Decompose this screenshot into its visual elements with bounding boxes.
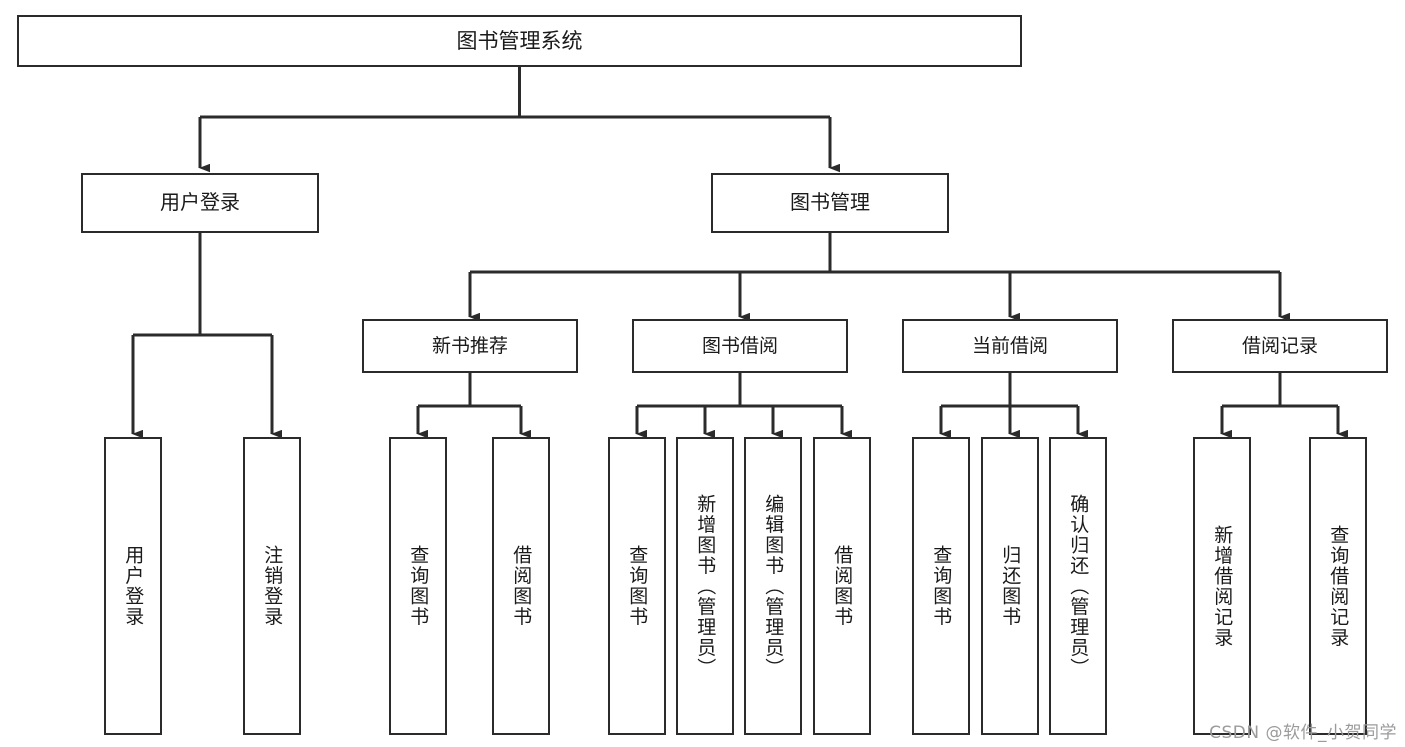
leaf-user-login-label: 用户登录 bbox=[122, 545, 145, 627]
node-new-book-recommend-label: 新书推荐 bbox=[431, 334, 508, 357]
leaf-user-login[interactable]: 用户登录 bbox=[104, 437, 162, 735]
leaf-query-borrow-record-label: 查询借阅记录 bbox=[1327, 524, 1350, 648]
leaf-return-book[interactable]: 归还图书 bbox=[981, 437, 1039, 735]
leaf-query-book-current-label: 查询图书 bbox=[930, 545, 953, 627]
node-user-login[interactable]: 用户登录 bbox=[81, 173, 319, 233]
node-book-manage[interactable]: 图书管理 bbox=[711, 173, 949, 233]
leaf-query-book-borrow[interactable]: 查询图书 bbox=[608, 437, 666, 735]
leaf-borrow-book-recommend-label: 借阅图书 bbox=[510, 545, 533, 627]
leaf-query-book-borrow-label: 查询图书 bbox=[626, 545, 649, 627]
leaf-confirm-return[interactable]: 确认归还（管理员） bbox=[1049, 437, 1107, 735]
leaf-return-book-label: 归还图书 bbox=[999, 545, 1022, 627]
leaf-edit-book[interactable]: 编辑图书（管理员） bbox=[744, 437, 802, 735]
node-new-book-recommend[interactable]: 新书推荐 bbox=[362, 319, 578, 373]
leaf-confirm-return-label: 确认归还（管理员） bbox=[1067, 493, 1090, 679]
leaf-borrow-book-label: 借阅图书 bbox=[831, 545, 854, 627]
leaf-query-borrow-record[interactable]: 查询借阅记录 bbox=[1309, 437, 1367, 735]
node-book-borrow[interactable]: 图书借阅 bbox=[632, 319, 848, 373]
leaf-add-borrow-record[interactable]: 新增借阅记录 bbox=[1193, 437, 1251, 735]
leaf-logout-label: 注销登录 bbox=[261, 545, 284, 627]
leaf-query-book-recommend-label: 查询图书 bbox=[407, 545, 430, 627]
csdn-watermark: CSDN @软件_小贺同学 bbox=[1209, 723, 1397, 743]
leaf-add-book-label: 新增图书（管理员） bbox=[694, 493, 717, 679]
leaf-query-book-current[interactable]: 查询图书 bbox=[912, 437, 970, 735]
leaf-add-book[interactable]: 新增图书（管理员） bbox=[676, 437, 734, 735]
node-borrow-record-label: 借阅记录 bbox=[1241, 334, 1318, 357]
node-current-borrow[interactable]: 当前借阅 bbox=[902, 319, 1118, 373]
leaf-query-book-recommend[interactable]: 查询图书 bbox=[389, 437, 447, 735]
node-current-borrow-label: 当前借阅 bbox=[971, 334, 1048, 357]
leaf-add-borrow-record-label: 新增借阅记录 bbox=[1211, 524, 1234, 648]
node-book-borrow-label: 图书借阅 bbox=[701, 334, 778, 357]
leaf-edit-book-label: 编辑图书（管理员） bbox=[762, 493, 785, 679]
node-root-system-label: 图书管理系统 bbox=[456, 28, 583, 53]
node-root-system[interactable]: 图书管理系统 bbox=[17, 15, 1022, 67]
leaf-borrow-book-recommend[interactable]: 借阅图书 bbox=[492, 437, 550, 735]
node-user-login-label: 用户登录 bbox=[160, 190, 240, 215]
node-borrow-record[interactable]: 借阅记录 bbox=[1172, 319, 1388, 373]
leaf-logout[interactable]: 注销登录 bbox=[243, 437, 301, 735]
leaf-borrow-book[interactable]: 借阅图书 bbox=[813, 437, 871, 735]
node-book-manage-label: 图书管理 bbox=[790, 190, 870, 215]
